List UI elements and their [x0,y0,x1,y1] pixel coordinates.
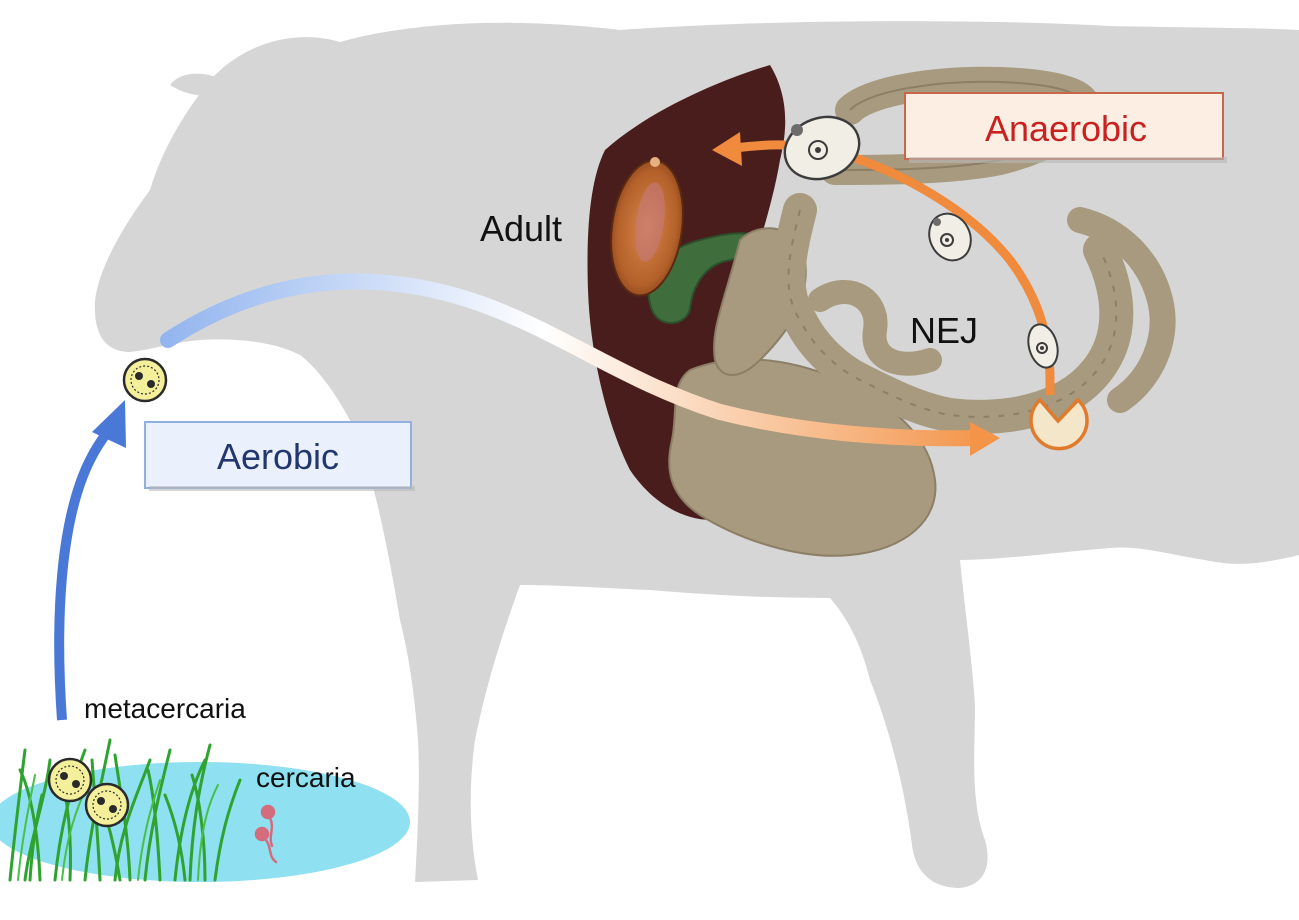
ingested-metacercaria [122,357,168,403]
cow-ear [170,73,225,97]
anaerobic-label-box [904,92,1224,160]
metacercaria-cyst-1 [47,757,93,803]
host-migration-arrow [160,273,983,447]
adult-label: Adult [480,208,562,249]
anaerobic-label: Anaerobic [985,108,1147,149]
nej-migration-arrowhead [712,132,742,166]
nej-organism-3 [1027,323,1059,369]
metacercaria-label: metacercaria [84,693,246,724]
aerobic-arrow [54,423,117,721]
aerobic-arrowhead [92,400,126,448]
nej-organism-2 [928,212,972,262]
cercaria-label: cercaria [256,762,356,793]
excysting-cyst [1029,397,1089,451]
adult-fluke [610,157,684,297]
host-migration-arrowhead [970,422,1000,456]
nej-organism-1 [783,115,861,181]
grass-highlight [17,774,219,881]
metacercaria-cyst-2 [84,782,130,828]
aerobic-label: Aerobic [217,436,339,477]
nej-label: NEJ [910,310,978,351]
cercaria-organisms [254,804,278,864]
